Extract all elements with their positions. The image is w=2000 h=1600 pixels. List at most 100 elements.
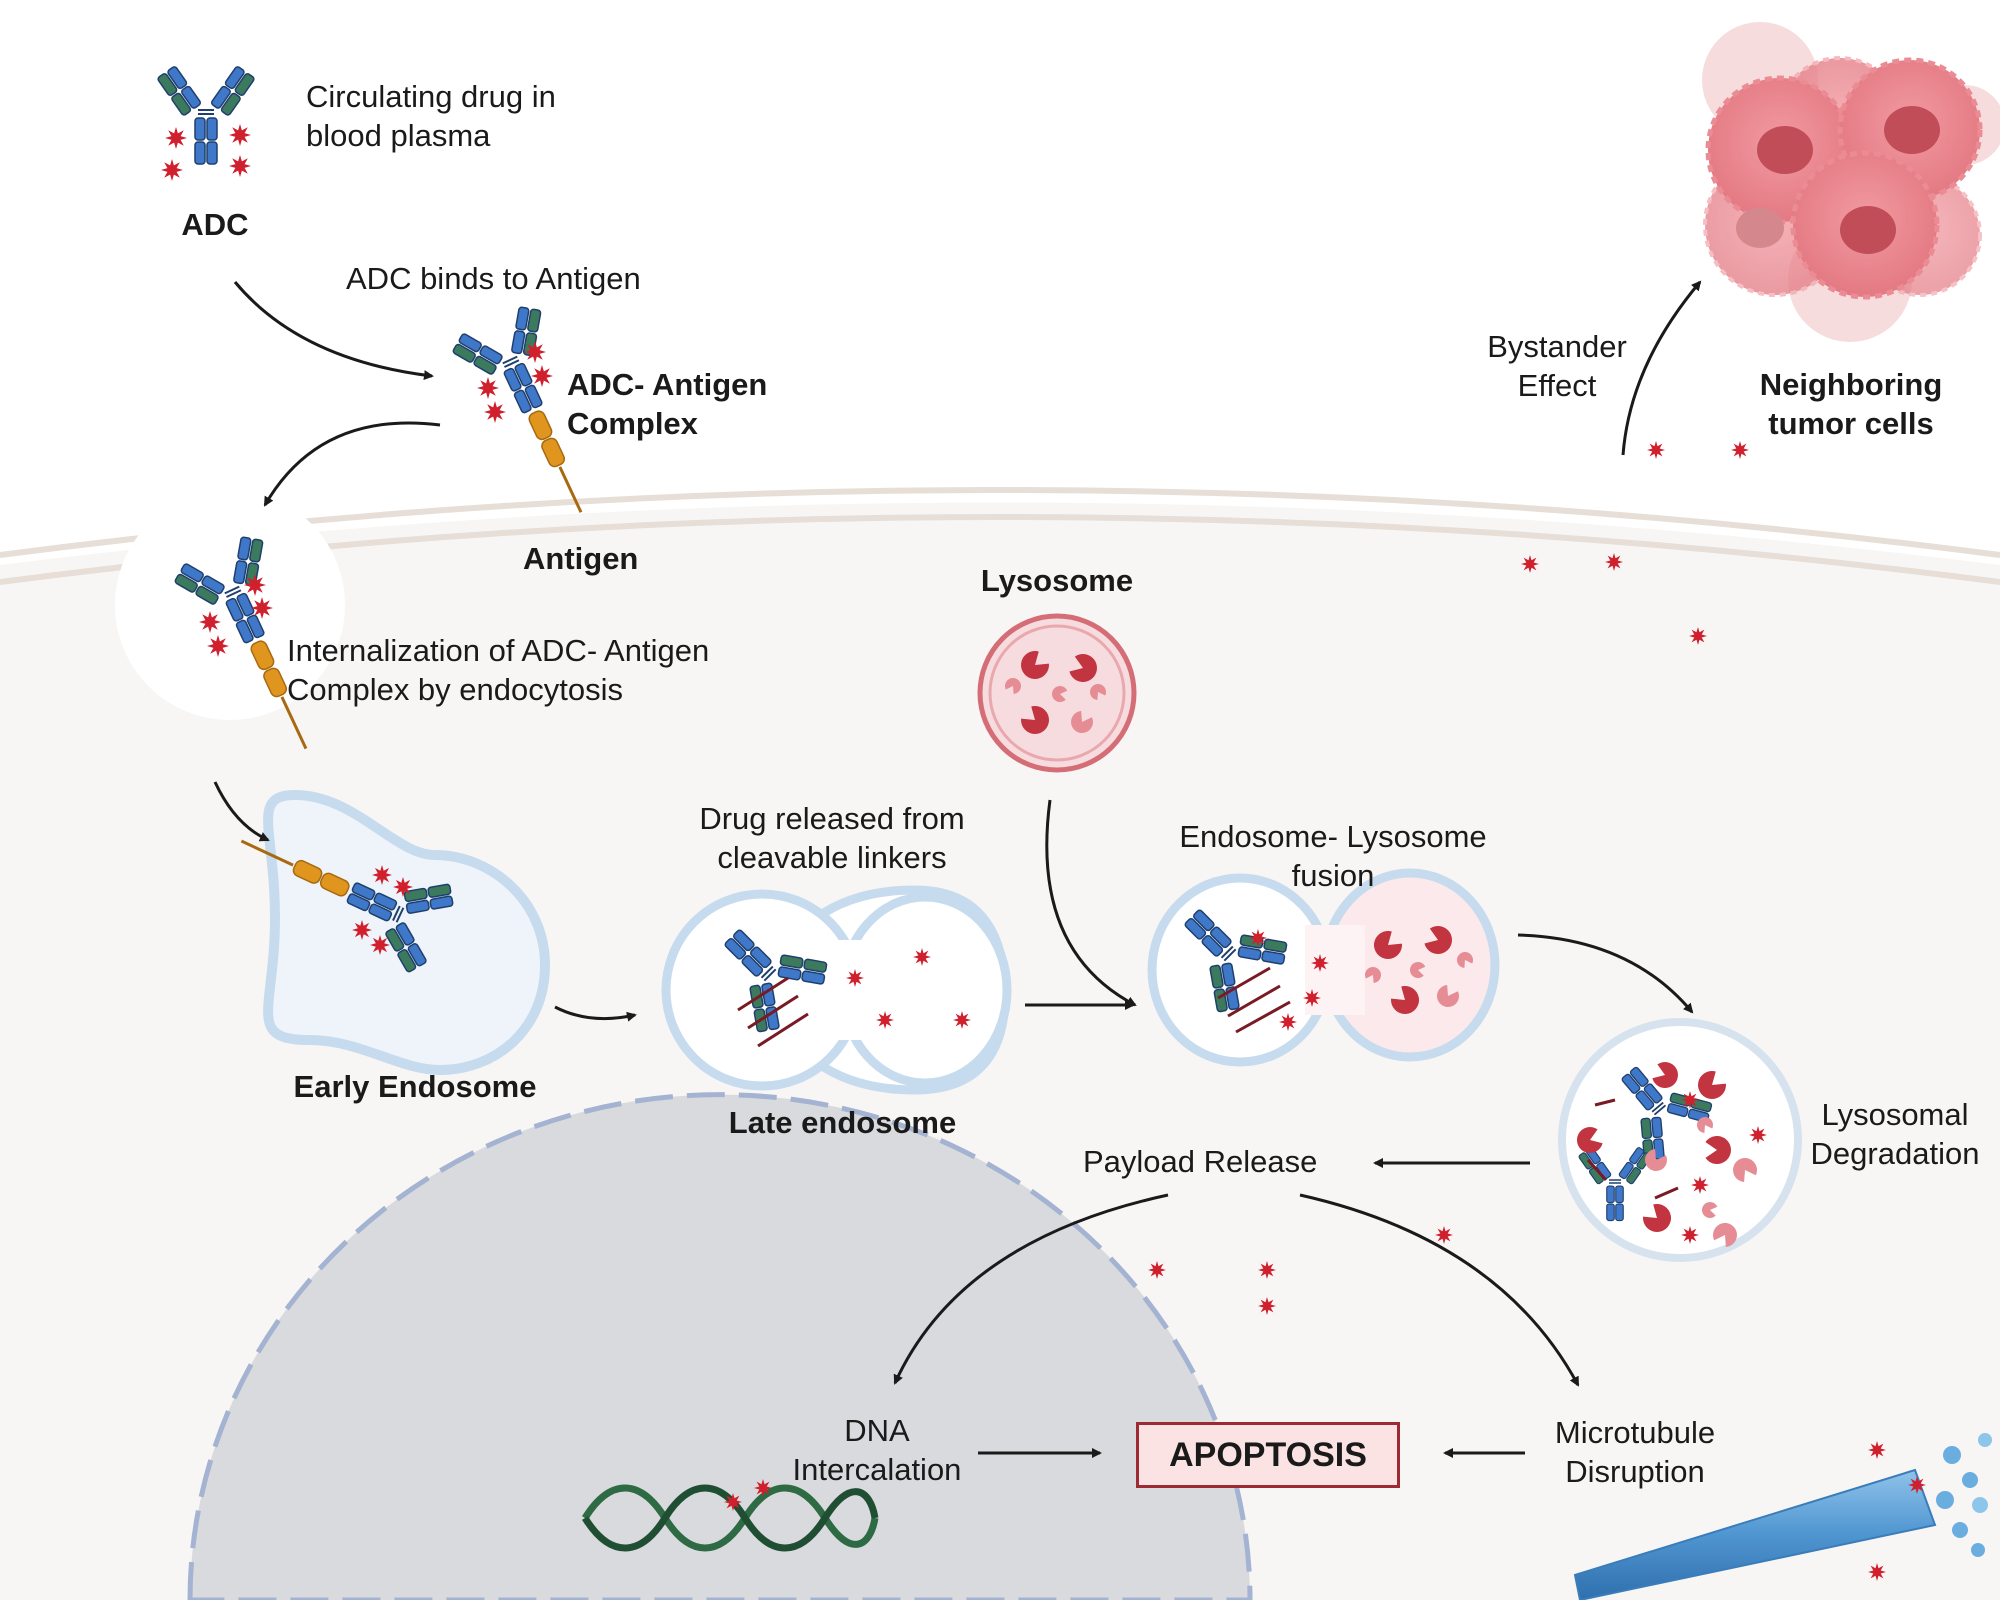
arrow-payload-to-microtubule: [1299, 1193, 1580, 1387]
label-binds: ADC binds to Antigen: [346, 261, 641, 296]
linker-icon: [747, 994, 799, 1030]
enzyme-icon: [1577, 1127, 1603, 1153]
arrow-payload-to-dna: [893, 1193, 1169, 1385]
enzyme-icon: [1457, 952, 1473, 968]
molecule-layer: [157, 66, 1926, 1581]
label-antigen: Antigen: [523, 541, 639, 576]
label-dna-intercalation: DNA Intercalation: [792, 1413, 962, 1487]
antibody-icon: [157, 66, 255, 165]
payload-drug-icon: [1749, 1126, 1767, 1144]
enzyme-icon: [1733, 1158, 1757, 1182]
payload-drug-icon: [1521, 555, 1539, 573]
payload-drug-icon: [1303, 989, 1321, 1007]
enzyme-icon: [1702, 1202, 1718, 1218]
enzyme-icon: [1697, 1117, 1713, 1133]
arrow-adc-to-complex: [233, 281, 434, 380]
linker-icon: [1586, 1158, 1608, 1182]
enzyme-icon: [1391, 986, 1419, 1014]
payload-drug-icon: [251, 597, 273, 619]
payload-drug-icon: [1258, 1297, 1276, 1315]
arrow-lysosome-to-fusion: [1045, 799, 1137, 1007]
payload-drug-icon: [1647, 441, 1665, 459]
enzyme-icon: [1698, 1071, 1726, 1099]
linker-icon: [1594, 1098, 1616, 1107]
payload-drug-icon: [1605, 553, 1623, 571]
payload-drug-icon: [1249, 929, 1267, 947]
payload-drug-icon: [1681, 1091, 1699, 1109]
enzyme-icon: [1410, 962, 1426, 978]
payload-drug-icon: [754, 1479, 772, 1497]
enzyme-icon: [1705, 1135, 1731, 1164]
payload-drug-icon: [531, 365, 553, 387]
enzyme-icon: [1437, 985, 1459, 1007]
payload-drug-icon: [913, 948, 931, 966]
payload-drug-icon: [165, 127, 187, 149]
label-lysosomal-degradation: Lysosomal Degradation: [1810, 1097, 1980, 1171]
arrow-complex-to-internalization: [263, 421, 441, 507]
label-circulating: Circulating drug in blood plasma: [306, 79, 556, 153]
payload-drug-icon: [207, 635, 229, 657]
late-endosome: [661, 885, 1012, 1095]
dna-helix: [582, 1484, 879, 1552]
payload-drug-icon: [372, 865, 392, 885]
label-payload-release: Payload Release: [1083, 1144, 1318, 1179]
enzyme-icon: [1071, 711, 1093, 733]
label-microtubule-disruption: Microtubule Disruption: [1554, 1415, 1716, 1489]
payload-drug-icon: [370, 935, 390, 955]
linker-icon: [757, 1012, 809, 1048]
neighboring-tumor-cells: [1702, 22, 2000, 342]
payload-drug-icon: [1868, 1441, 1886, 1459]
payload-drug-icon: [846, 969, 864, 987]
flow-arrows: [213, 280, 1702, 1458]
antibody-icon: [1578, 1147, 1652, 1222]
payload-drug-icon: [724, 1493, 742, 1511]
payload-drug-icon: [1691, 1176, 1709, 1194]
enzyme-icon: [1365, 967, 1381, 983]
payload-drug-icon: [1689, 627, 1707, 645]
enzyme-icon: [1005, 678, 1021, 694]
antibody-icon: [240, 839, 454, 973]
label-neighboring: Neighboring tumor cells: [1759, 367, 1943, 441]
enzyme-icon: [1645, 1149, 1667, 1171]
label-fusion: Endosome- Lysosome fusion: [1179, 819, 1487, 893]
label-adc: ADC: [181, 207, 249, 242]
payload-drug-icon: [1731, 441, 1749, 459]
enzyme-icon: [1424, 926, 1453, 955]
payload-drug-icon: [524, 341, 546, 363]
payload-drug-icon: [1148, 1261, 1166, 1279]
payload-drug-icon: [953, 1011, 971, 1029]
enzyme-icon: [1021, 706, 1049, 734]
label-lysosome: Lysosome: [980, 563, 1134, 598]
linker-icon: [737, 976, 789, 1012]
label-internalization: Internalization of ADC- Antigen Complex …: [287, 633, 710, 707]
payload-drug-icon: [1908, 1476, 1926, 1494]
payload-drug-icon: [1435, 1226, 1453, 1244]
enzyme-icon: [1374, 931, 1402, 959]
payload-drug-icon: [1258, 1261, 1276, 1279]
label-drug-released: Drug released from cleavable linkers: [699, 801, 965, 875]
payload-drug-icon: [199, 611, 221, 633]
label-bystander: Bystander Effect: [1487, 329, 1627, 403]
payload-drug-icon: [244, 574, 266, 596]
antibody-icon: [1184, 909, 1288, 1013]
label-complex: ADC- Antigen Complex: [567, 367, 768, 441]
payload-drug-icon: [1311, 954, 1329, 972]
label-early-endosome: Early Endosome: [293, 1069, 537, 1104]
payload-drug-icon: [352, 920, 372, 940]
payload-drug-icon: [477, 377, 499, 399]
payload-drug-icon: [229, 155, 251, 177]
arrow-bystander: [1621, 280, 1702, 456]
enzyme-icon: [1090, 684, 1106, 700]
payload-drug-icon: [876, 1011, 894, 1029]
apoptosis-box: APOPTOSIS: [1136, 1422, 1400, 1488]
arrow-early-to-late: [554, 1005, 637, 1022]
payload-drug-icon: [1681, 1226, 1699, 1244]
antibody-icon: [174, 536, 308, 750]
enzyme-icon: [1652, 1062, 1678, 1088]
arrow-internalization-to-early: [213, 781, 270, 842]
enzyme-icon: [1021, 651, 1049, 679]
payload-drug-icon: [1279, 1013, 1297, 1031]
microtubule: [1573, 1433, 1992, 1600]
payload-drug-icon: [393, 877, 413, 897]
